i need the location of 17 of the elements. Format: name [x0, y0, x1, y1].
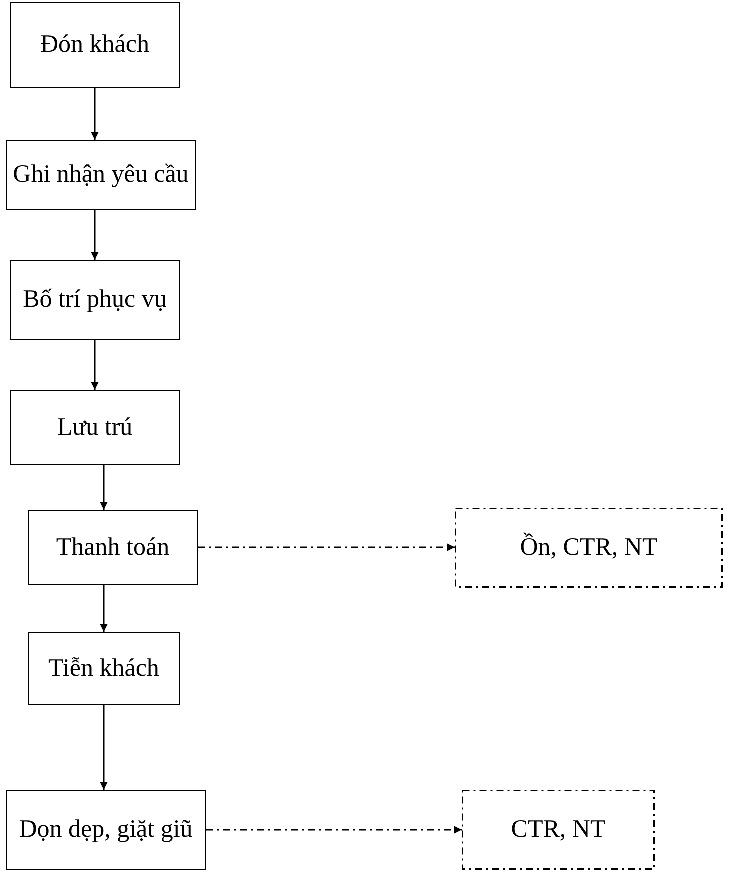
process-box: Bố trí phục vụ — [10, 260, 180, 340]
process-box: Lưu trú — [10, 390, 180, 465]
arrow — [198, 544, 455, 552]
arrow — [100, 585, 108, 632]
arrow — [100, 465, 108, 510]
process-box: Đón khách — [10, 2, 180, 88]
arrow — [206, 826, 462, 834]
output-box: Ồn, CTR, NT — [455, 508, 723, 588]
output-box: CTR, NT — [462, 790, 655, 870]
process-box: Tiễn khách — [28, 632, 180, 705]
process-box: Ghi nhận yêu cầu — [6, 140, 196, 210]
arrow — [91, 210, 99, 260]
arrow — [100, 705, 108, 790]
process-box: Thanh toán — [28, 510, 198, 585]
arrow — [91, 340, 99, 390]
arrow — [91, 88, 99, 140]
process-box: Dọn dẹp, giặt giũ — [6, 790, 206, 870]
